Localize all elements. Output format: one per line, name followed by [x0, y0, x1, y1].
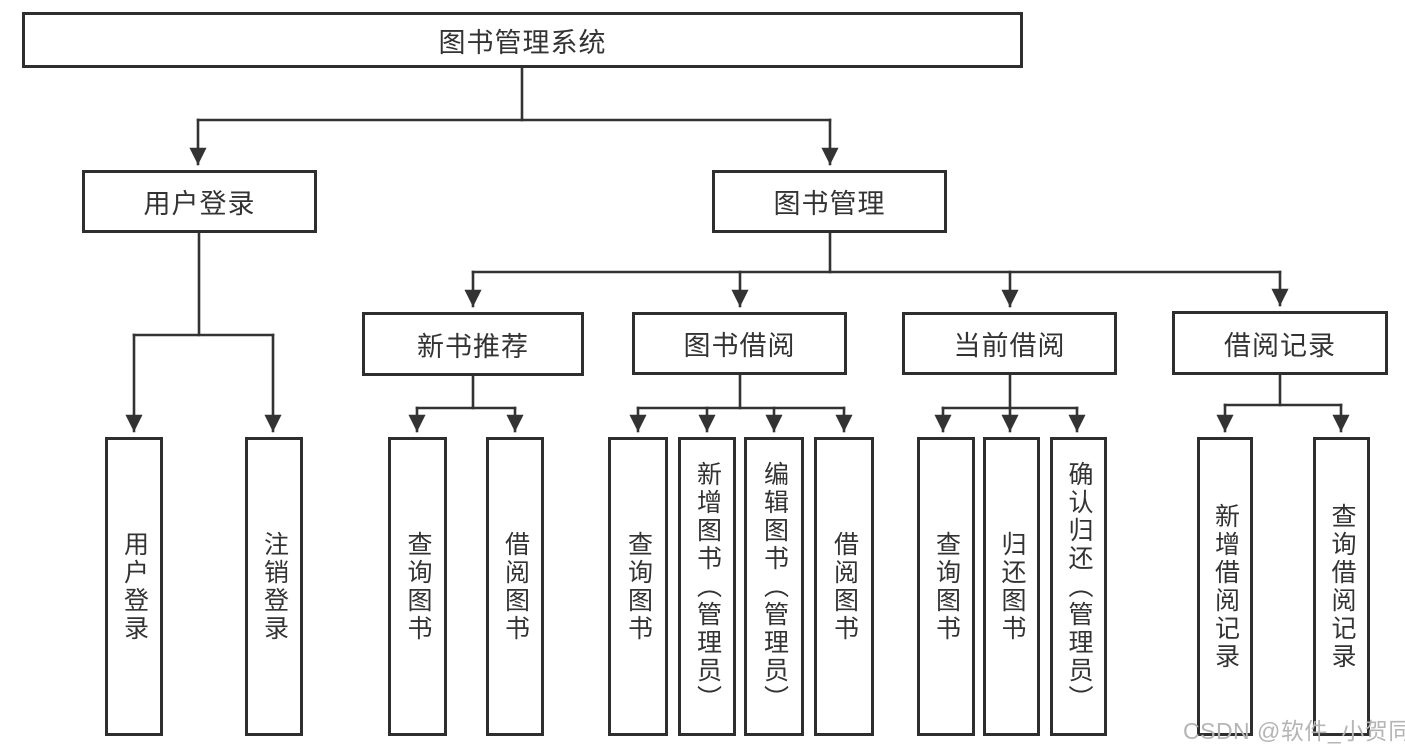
node-current-borrow: 当前借阅: [902, 312, 1117, 375]
node-leaf-user-login: 用户登录: [105, 437, 163, 736]
node-leaf-logout: 注销登录: [245, 437, 303, 736]
node-recommend-query-book: 查询图书: [388, 437, 447, 736]
node-label: 查询借阅记录: [1328, 502, 1356, 671]
node-user-login: 用户登录: [82, 170, 317, 233]
node-recommend-borrow-book: 借阅图书: [486, 437, 544, 736]
node-current-query-book: 查询图书: [917, 437, 975, 736]
node-new-book-recommend: 新书推荐: [362, 312, 584, 376]
node-root-system: 图书管理系统: [22, 12, 1023, 68]
node-records-query-record: 查询借阅记录: [1313, 437, 1370, 736]
node-borrow-borrow-book: 借阅图书: [814, 437, 874, 736]
node-label: 新增借阅记录: [1211, 502, 1240, 671]
node-book-management: 图书管理: [712, 170, 947, 233]
node-records-add-record: 新增借阅记录: [1197, 437, 1253, 736]
node-label: 新增图书（管理员）: [693, 460, 722, 713]
csdn-watermark: CSDN @软件_小贺同学: [1183, 718, 1405, 744]
node-label: 确认归还（管理员）: [1065, 460, 1093, 713]
node-label: 归还图书: [998, 530, 1026, 643]
node-book-borrow: 图书借阅: [632, 312, 847, 375]
node-borrow-edit-book-admin: 编辑图书（管理员）: [744, 437, 804, 736]
node-label: 注销登录: [260, 530, 289, 643]
node-label: 查询图书: [404, 530, 432, 643]
node-current-confirm-return-admin: 确认归还（管理员）: [1050, 437, 1107, 736]
node-borrow-records: 借阅记录: [1172, 311, 1388, 375]
node-label: 查询图书: [932, 530, 961, 643]
node-label: 借阅图书: [830, 530, 859, 643]
node-borrow-query-book: 查询图书: [608, 437, 668, 736]
node-current-return-book: 归还图书: [983, 437, 1040, 736]
node-borrow-add-book-admin: 新增图书（管理员）: [678, 437, 736, 736]
node-label: 编辑图书（管理员）: [760, 460, 789, 713]
node-label: 借阅图书: [501, 530, 530, 643]
node-label: 用户登录: [120, 530, 149, 643]
node-label: 查询图书: [624, 530, 653, 643]
